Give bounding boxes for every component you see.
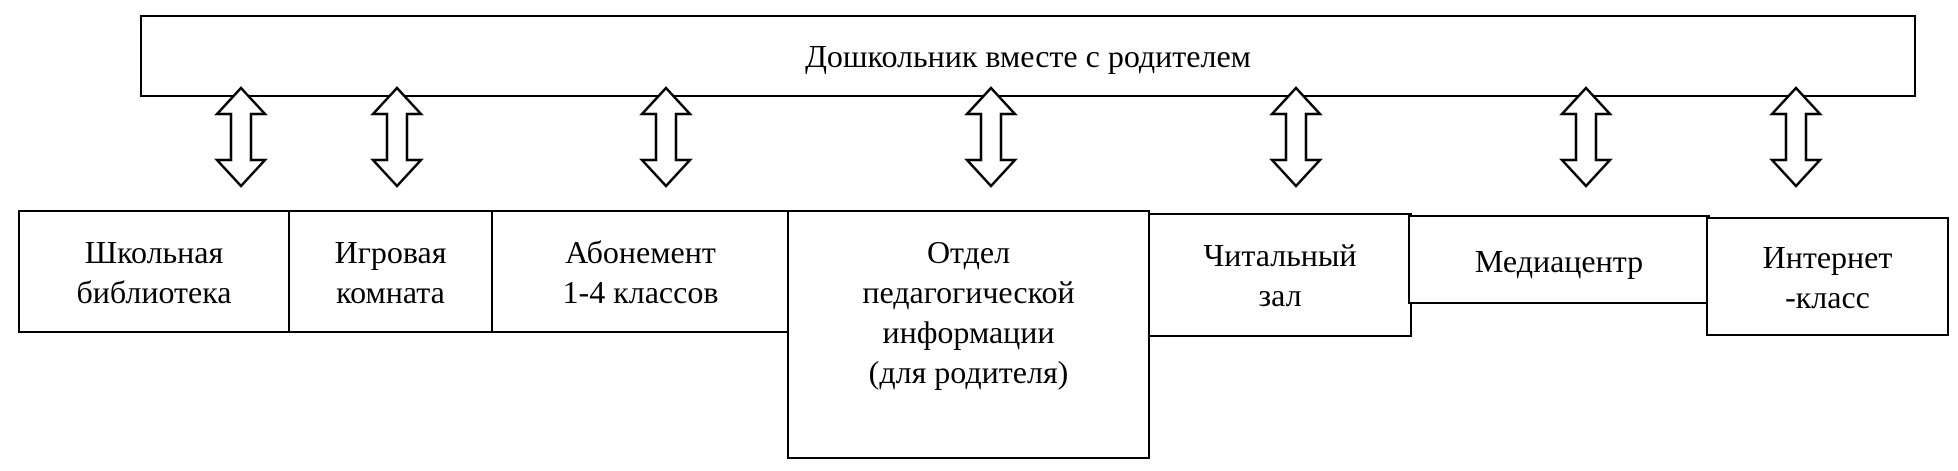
node-label: Читальный зал	[1203, 237, 1357, 313]
double-arrow-icon	[1769, 86, 1823, 188]
node-label: Интернет -класс	[1762, 238, 1893, 315]
node-reading-room: Читальный зал	[1148, 213, 1412, 337]
double-arrow-icon	[1269, 86, 1323, 188]
top-node-label: Дошкольник вместе с родителем	[805, 38, 1251, 74]
node-label: Отдел педагогической информации (для род…	[862, 234, 1075, 390]
top-node-box: Дошкольник вместе с родителем	[140, 15, 1916, 97]
node-label: Игровая комната	[334, 233, 447, 310]
node-label: Абонемент 1-4 классов	[562, 233, 719, 310]
node-school-library: Школьная библиотека	[18, 210, 290, 333]
double-arrow-icon	[1559, 86, 1613, 188]
node-lending-grades-1-4: Абонемент 1-4 классов	[491, 210, 790, 333]
double-arrow-icon	[964, 86, 1018, 188]
node-play-room: Игровая комната	[288, 210, 493, 333]
node-pedagogical-info-dept: Отдел педагогической информации (для род…	[787, 210, 1150, 459]
double-arrow-icon	[370, 86, 424, 188]
double-arrow-icon	[214, 86, 268, 188]
node-label: Школьная библиотека	[76, 233, 232, 310]
double-arrow-icon	[639, 86, 693, 188]
node-label: Медиацентр	[1474, 243, 1644, 279]
node-media-center: Медиацентр	[1408, 215, 1710, 304]
node-internet-class: Интернет -класс	[1706, 217, 1949, 336]
